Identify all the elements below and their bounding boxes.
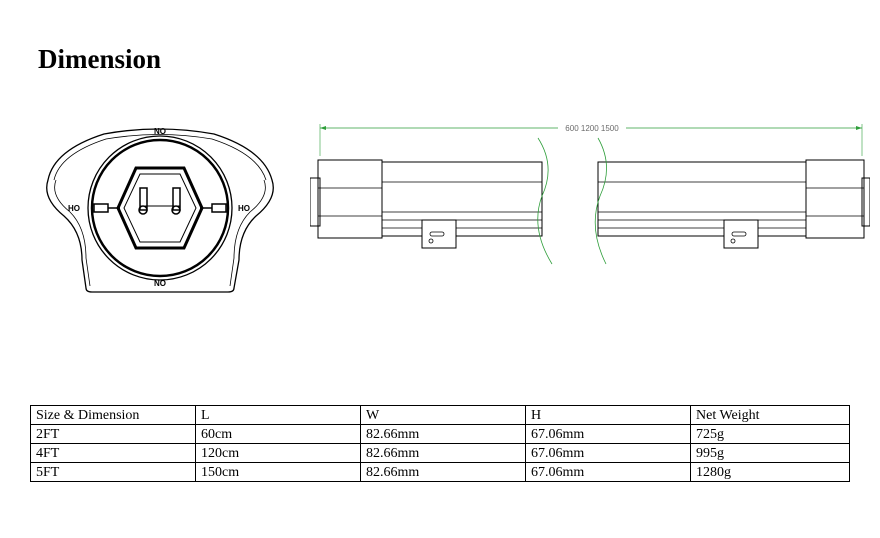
table-header-cell: Size & Dimension xyxy=(30,405,196,425)
table-cell: 82.66mm xyxy=(360,424,526,444)
table-cell: 4FT xyxy=(30,443,196,463)
table-cell: 60cm xyxy=(195,424,361,444)
dimension-label: 600 1200 1500 xyxy=(565,124,619,133)
table-row: 2FT 60cm 82.66mm 67.06mm 725g xyxy=(30,424,850,444)
table-cell: 67.06mm xyxy=(525,462,691,482)
break-line-left xyxy=(537,137,553,265)
table-row: 4FT 120cm 82.66mm 67.06mm 995g xyxy=(30,443,850,463)
break-line-right xyxy=(594,137,607,265)
table-header-cell: W xyxy=(360,405,526,425)
mounting-bracket-right xyxy=(723,219,759,249)
table-header-cell: L xyxy=(195,405,361,425)
table-cell: 67.06mm xyxy=(525,443,691,463)
end-cap-ring xyxy=(87,135,233,281)
side-view-drawing: 600 1200 1500 xyxy=(310,122,870,265)
table-cell: 995g xyxy=(690,443,850,463)
end-view-label-right: HO xyxy=(238,204,250,213)
table-header-row: Size & Dimension L W H Net Weight xyxy=(30,405,850,425)
table-header-cell: H xyxy=(525,405,691,425)
table-cell: 67.06mm xyxy=(525,424,691,444)
table-cell: 82.66mm xyxy=(360,462,526,482)
dimension-table: Size & Dimension L W H Net Weight 2FT 60… xyxy=(30,405,850,482)
table-row: 5FT 150cm 82.66mm 67.06mm 1280g xyxy=(30,462,850,482)
table-header-cell: Net Weight xyxy=(690,405,850,425)
end-cap-hexagon xyxy=(116,166,204,250)
end-view-label-bottom: NO xyxy=(154,279,166,288)
table-cell: 5FT xyxy=(30,462,196,482)
mounting-bracket-left xyxy=(421,219,457,249)
page-title: Dimension xyxy=(38,44,162,74)
table-cell: 2FT xyxy=(30,424,196,444)
table-cell: 725g xyxy=(690,424,850,444)
end-cap-outline xyxy=(46,128,274,293)
end-view-drawing: NO NO HO HO xyxy=(46,127,274,293)
table-cell: 1280g xyxy=(690,462,850,482)
end-view-label-top: NO xyxy=(154,127,166,136)
table-cell: 150cm xyxy=(195,462,361,482)
end-view-label-left: HO xyxy=(68,204,80,213)
table-cell: 120cm xyxy=(195,443,361,463)
table-cell: 82.66mm xyxy=(360,443,526,463)
